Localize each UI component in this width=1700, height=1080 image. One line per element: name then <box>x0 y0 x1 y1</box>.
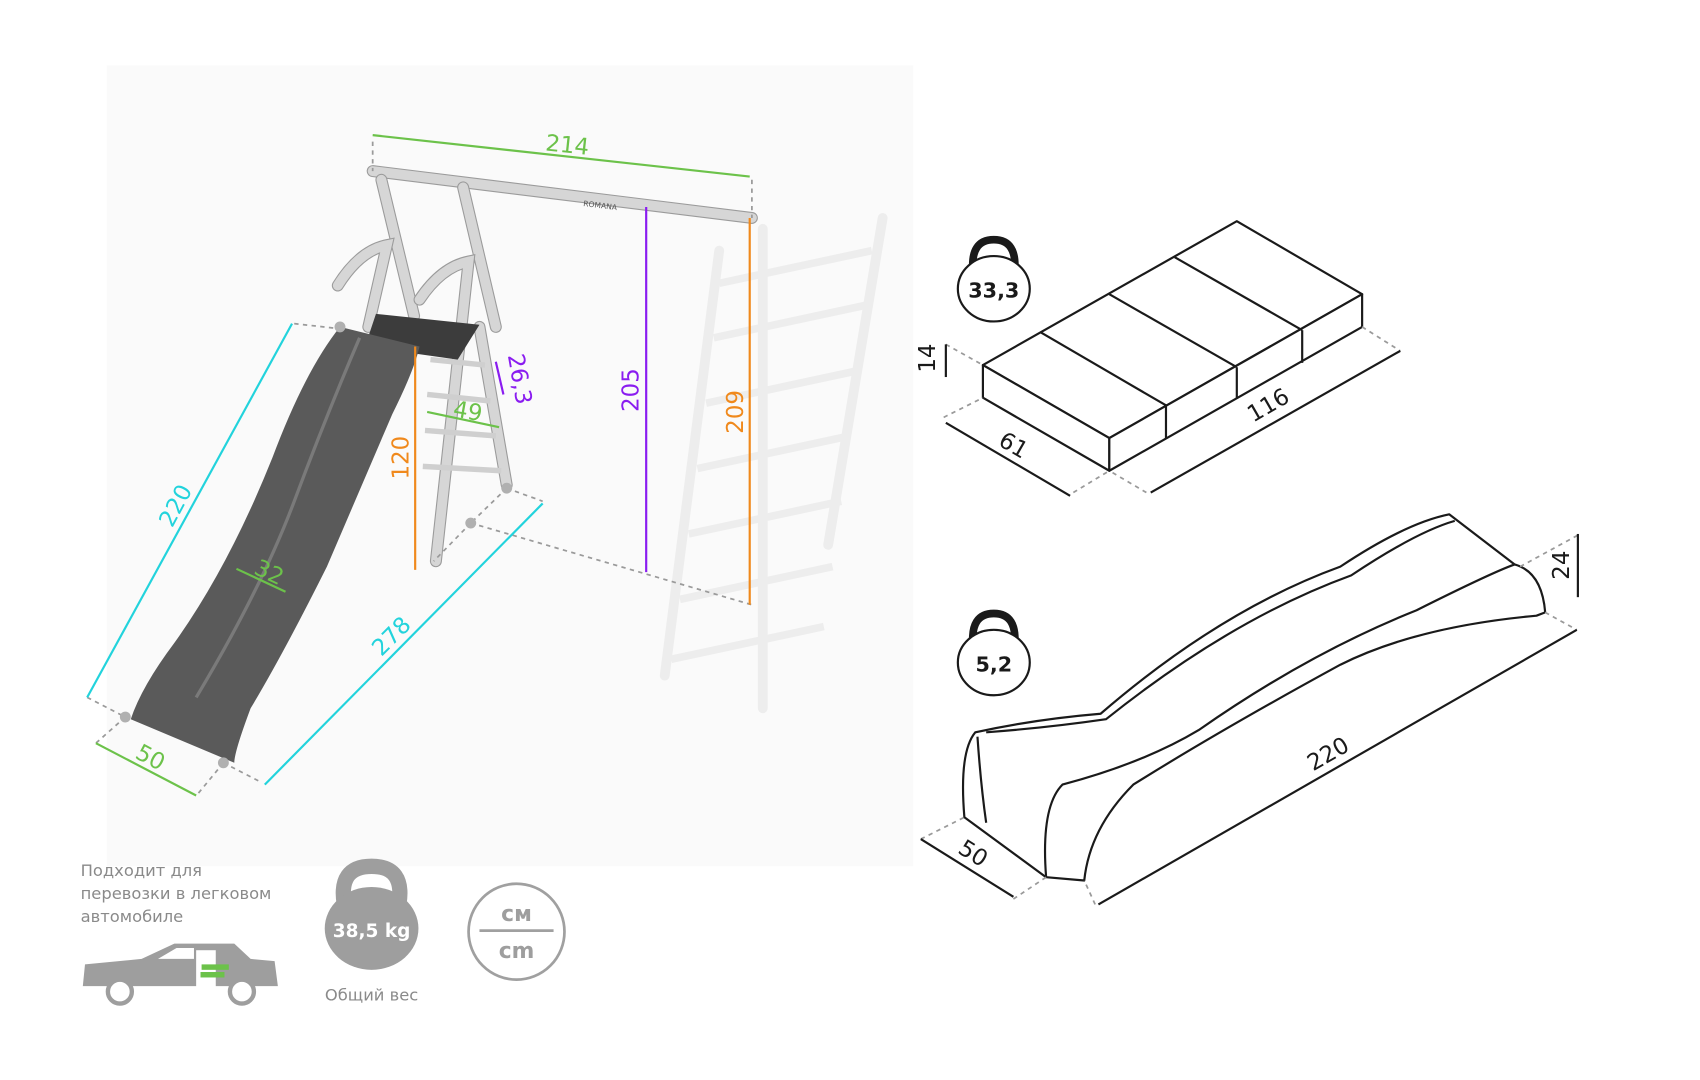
kettlebell-icon <box>956 235 1031 323</box>
package-box <box>943 220 1401 497</box>
guide-lines <box>86 141 753 794</box>
dim-ladder-height: 209 <box>723 390 749 434</box>
total-weight-kettlebell-icon <box>324 858 419 970</box>
box-width: 61 <box>994 427 1032 464</box>
ghost-wall-ladder <box>659 213 888 714</box>
total-weight-label: Общий вес <box>325 985 418 1004</box>
slide-pkg-length: 220 <box>1303 732 1354 776</box>
dim-beam-height: 205 <box>619 368 645 412</box>
slide-pkg-width: 50 <box>954 835 992 872</box>
car-text-line-2: перевозки в легковом <box>81 884 272 903</box>
dim-platform-height: 120 <box>389 436 415 480</box>
dimension-lines <box>86 134 751 797</box>
slide-package <box>920 513 1581 906</box>
slide-pkg-weight: 5,2 <box>975 652 1012 676</box>
car-icon <box>82 943 278 1006</box>
total-weight: 38,5 kg <box>333 921 411 942</box>
car-text-line-3: автомобиле <box>81 907 184 926</box>
box-height: 14 <box>915 344 941 373</box>
units-en: cm <box>499 939 535 964</box>
brand-label: ROMANA <box>583 199 619 212</box>
units-ru: см <box>501 902 532 927</box>
car-text-line-1: Подходит для <box>81 861 202 880</box>
bottom-dots <box>119 321 513 769</box>
slide-pkg-height: 24 <box>1549 551 1575 580</box>
units-badge <box>467 882 566 982</box>
dim-beam-width: 214 <box>544 130 590 160</box>
kettlebell-icon <box>956 609 1031 697</box>
dim-ladder-width: 49 <box>451 397 484 428</box>
box-weight: 33,3 <box>968 278 1019 302</box>
